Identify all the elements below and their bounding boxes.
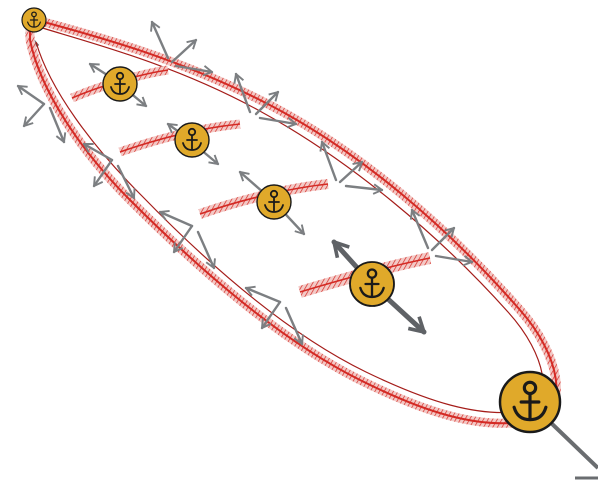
- force-arrows-left-3: [158, 210, 216, 270]
- anchor-4: [256, 184, 292, 220]
- force-arrows-right-3: [319, 140, 384, 195]
- anchor-icon: [27, 11, 41, 28]
- anchor-icon: [182, 127, 202, 151]
- anchor-icon: [512, 380, 548, 422]
- force-arrows-right-4: [409, 208, 474, 267]
- anchor-icon: [264, 189, 284, 213]
- force-arrows-right-2: [233, 72, 298, 129]
- anchor-icon: [110, 71, 130, 95]
- force-arrows-right-1: [150, 20, 214, 77]
- anchor-top-small: [21, 7, 47, 33]
- anchor-3: [174, 122, 210, 158]
- force-arrows-left-1: [16, 84, 67, 144]
- anchor-icon: [359, 268, 385, 299]
- anchor-2: [102, 66, 138, 102]
- force-arrows-left-4: [244, 285, 304, 346]
- anchor-5: [349, 261, 395, 307]
- force-arrows-left-2: [82, 142, 136, 200]
- anchor-large-bottom: [498, 370, 562, 434]
